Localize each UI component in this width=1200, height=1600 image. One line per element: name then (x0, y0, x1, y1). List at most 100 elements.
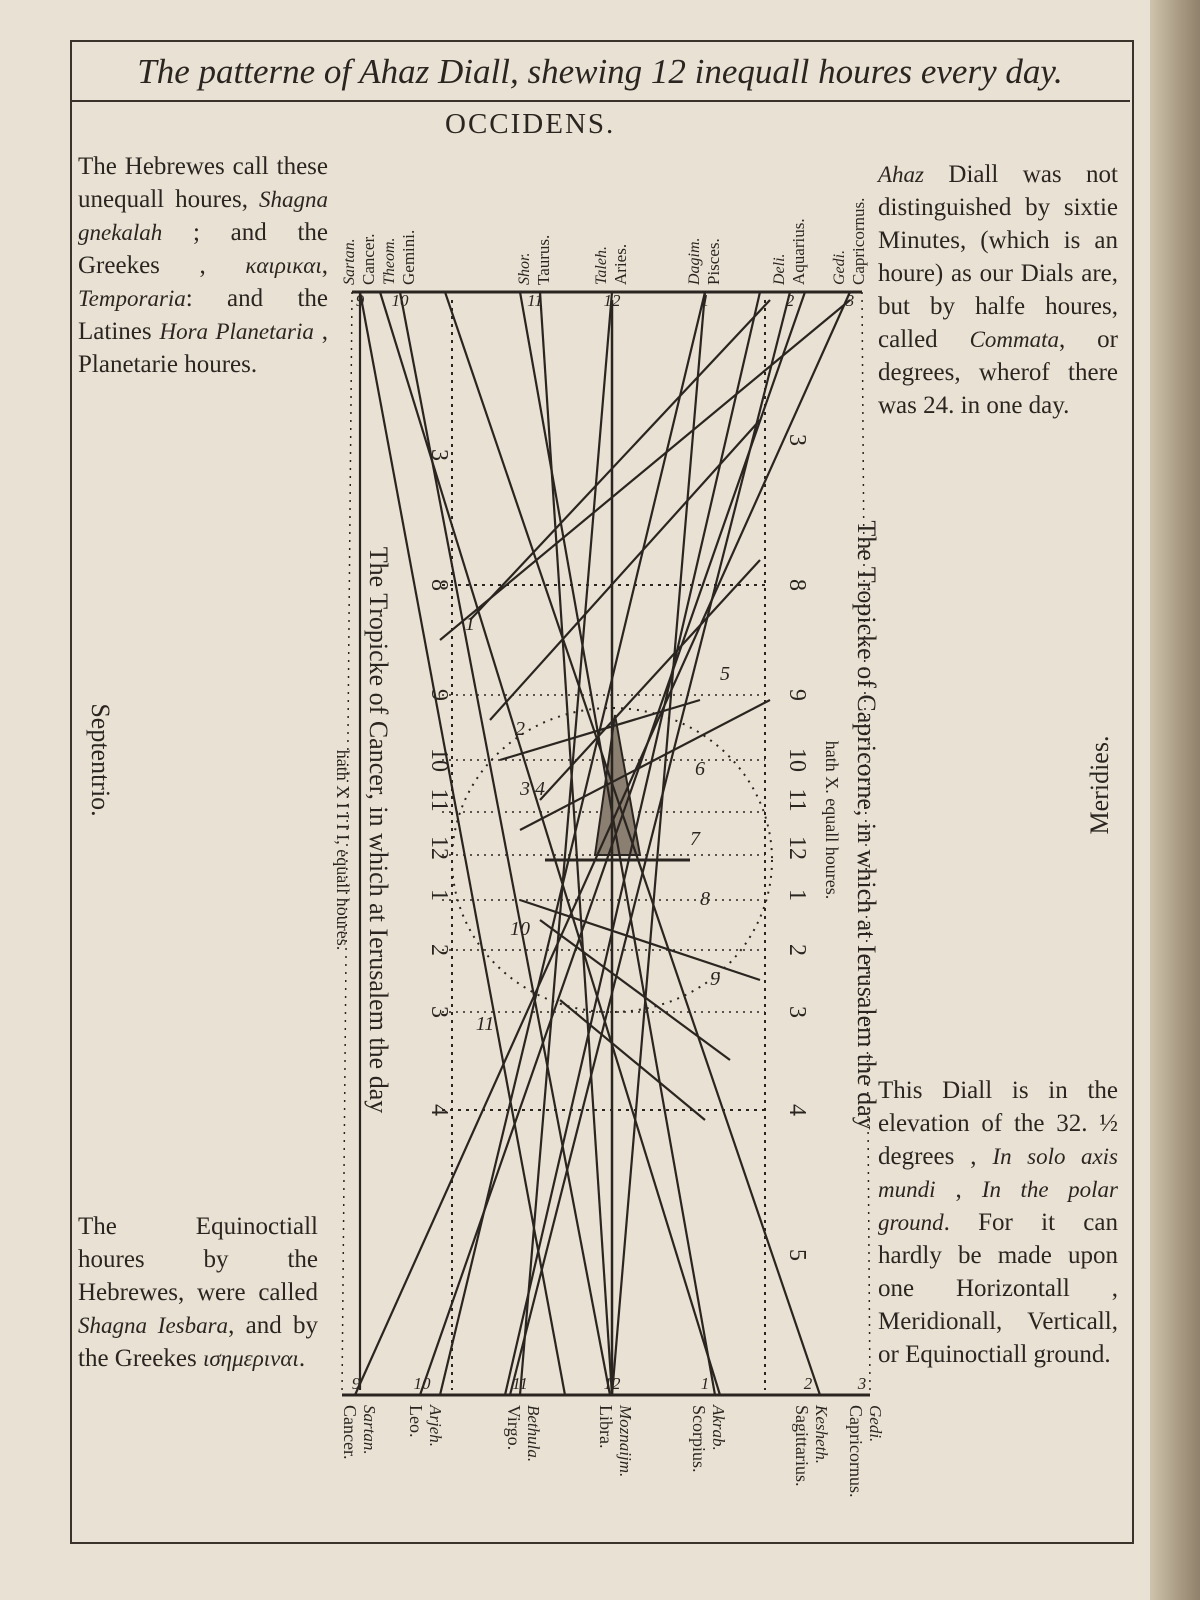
hour-curve-line (438, 291, 707, 1396)
bottom-sign-latin: Virgo. (504, 1405, 524, 1450)
note-equinoctial-hours: The Equinoctiall houres by the Hebrewes,… (78, 1210, 318, 1375)
left-hour-numeral: 11 (426, 788, 452, 811)
hour-curve-line (508, 291, 792, 1396)
left-hour-numeral: 3 (426, 449, 452, 461)
top-sign-latin: Aries. (611, 244, 630, 285)
top-sign-hebrew: Dagim. (686, 237, 703, 286)
italic-term: In solo axis mundi (878, 1144, 1118, 1202)
hour-curve-line (538, 291, 614, 1396)
note-text: , Planetarie houres. (78, 318, 328, 378)
bottom-sign-latin: Leo. (406, 1405, 426, 1437)
top-edge-mark: 2 (786, 291, 795, 310)
title-rule (70, 100, 1130, 102)
italic-term: Ahaz (878, 162, 924, 187)
bottom-edge-mark: 3 (857, 1374, 867, 1393)
left-hour-numeral: 1 (426, 889, 452, 901)
top-sign-latin: Gemini. (399, 230, 418, 285)
cancer-tropic-label: The Tropicke of Cancer, in which at Ieru… (364, 547, 393, 1113)
note-hebrew-hours: The Hebrewes call these unequall houres,… (78, 150, 328, 381)
top-sign-latin: Cancer. (359, 234, 378, 285)
top-sign-latin: Capricornus. (849, 198, 868, 285)
inner-hour-number: 2 (515, 718, 525, 740)
italic-term: In the polar ground (878, 1177, 1118, 1235)
bottom-sign-hebrew: Kesheth. (812, 1404, 831, 1464)
hour-curve-line (378, 291, 722, 1396)
hour-curve-line (489, 419, 761, 721)
hour-curve-line (499, 698, 701, 762)
label-occidens: OCCIDENS. (445, 108, 616, 140)
hour-curve-line (519, 898, 761, 982)
italic-term: Shagna gnekalah (78, 187, 328, 245)
hour-curve-line (398, 291, 612, 1396)
hour-curve-line (610, 291, 707, 1396)
note-text: . For it can hardly be made upon one Hor… (878, 1209, 1118, 1368)
page-paper (0, 0, 1170, 1600)
bottom-sign-latin: Sagittarius. (792, 1405, 812, 1487)
inner-hour-number: 10 (510, 918, 530, 940)
hour-curve-line (519, 699, 771, 831)
bottom-edge-mark: 1 (701, 1374, 710, 1393)
note-text: The Equinoctiall houres by the Hebrewes,… (78, 1213, 318, 1306)
right-hour-numeral: 4 (784, 1104, 810, 1116)
note-text: This Diall is in the elevation of the 32… (878, 1077, 1118, 1170)
note-text: The Hebrewes call these unequall houres, (78, 153, 328, 213)
bottom-edge-mark: 9 (352, 1374, 361, 1393)
inner-hour-number: 6 (695, 758, 705, 780)
right-hour-numeral: 11 (784, 788, 810, 811)
hour-curve-line (503, 291, 762, 1396)
note-ahaz-diall: Ahaz Diall was not distinguished by sixt… (878, 158, 1118, 422)
dial-text-group: The Tropicke of Cancer, in which at Ieru… (333, 198, 885, 1498)
top-edge-mark: 11 (527, 291, 543, 310)
note-text: Diall was not distinguished by sixtie Mi… (878, 161, 1118, 353)
inner-hour-number: 1 (465, 613, 475, 635)
bottom-edge-mark: 2 (804, 1374, 813, 1393)
top-sign-hebrew: Sartan. (341, 238, 358, 285)
right-hour-numeral: 3 (784, 434, 810, 446)
top-sign-hebrew: Taleh. (593, 246, 610, 285)
hour-curve-line (353, 291, 852, 1396)
capricorn-tropic-label: The Tropicke of Capricorne, in which at … (852, 520, 881, 1129)
right-hour-numeral: 1 (784, 889, 810, 901)
italic-term: Temporaria (78, 286, 186, 311)
right-hour-numeral: 12 (784, 836, 810, 860)
left-hour-numeral: 12 (426, 836, 452, 860)
bottom-sign-hebrew: Arjeh. (426, 1404, 445, 1447)
right-hour-numeral: 10 (784, 748, 810, 772)
bottom-sign-latin: Capricornus. (846, 1405, 866, 1497)
left-hour-numeral: 2 (426, 944, 452, 956)
inner-hour-number: 9 (710, 968, 720, 990)
inner-hour-number: 5 (720, 663, 730, 685)
bottom-sign-latin: Cancer. (340, 1405, 360, 1459)
note-text: , and by the Greekes (78, 1312, 318, 1372)
bottom-sign-hebrew: Akrab. (709, 1404, 728, 1451)
horizon-circle (451, 707, 773, 1013)
bottom-sign-latin: Scorpius. (689, 1405, 709, 1473)
hour-curve-line (518, 291, 614, 1396)
dial-line-group (341, 290, 871, 1397)
italic-term: ισημεριναι (202, 1346, 299, 1371)
right-hour-numeral: 5 (784, 1249, 810, 1261)
note-text: : and the Latines (78, 285, 328, 345)
inner-hour-number: 11 (476, 1013, 495, 1035)
page-frame (70, 40, 1134, 1544)
bottom-sign-latin: Libra. (596, 1405, 616, 1448)
inner-hour-number: 3 (519, 778, 530, 800)
note-text: . (298, 1345, 306, 1372)
top-sign-hebrew: Theom. (381, 237, 398, 285)
left-hour-numeral: 4 (426, 1104, 452, 1116)
hour-curve-line (539, 559, 761, 801)
page-title: The patterne of Ahaz Diall, shewing 12 i… (137, 52, 1063, 91)
top-sign-latin: Aquarius. (789, 218, 808, 285)
top-sign-hebrew: Deli. (771, 253, 788, 286)
note-text: , (935, 1176, 982, 1203)
top-sign-latin: Taurus. (534, 235, 553, 285)
inner-hour-number: 4 (535, 778, 545, 800)
note-elevation: This Diall is in the elevation of the 32… (878, 1074, 1118, 1371)
capricorn-tropic-hours-note: hath X. equall houres. (822, 741, 842, 899)
top-edge-mark: 10 (392, 291, 410, 310)
hour-curve-line (469, 299, 771, 621)
right-hour-numeral: 9 (784, 689, 810, 701)
bottom-edge-mark: 11 (512, 1374, 528, 1393)
note-text: , (321, 252, 328, 279)
top-edge-mark: 3 (845, 291, 855, 310)
